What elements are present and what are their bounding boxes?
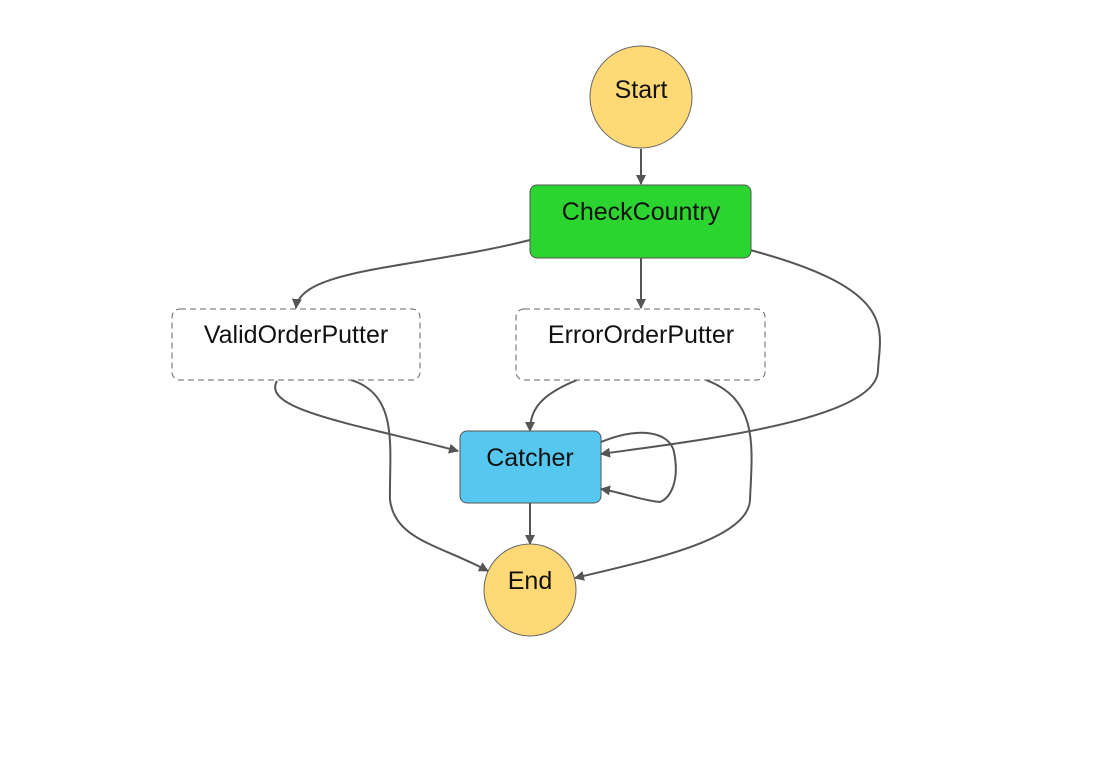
node-validorderputter: ValidOrderPutter (171, 308, 421, 381)
node-end: End (483, 543, 577, 637)
node-errororderputter: ErrorOrderPutter (515, 308, 766, 381)
edge-catcher-self-loop (600, 431, 677, 504)
edge-checkcountry-to-catcher (600, 249, 881, 458)
end-circle (483, 543, 577, 637)
catcher-box (459, 430, 602, 504)
catcher-label: Catcher (486, 444, 574, 472)
node-catcher: Catcher (459, 430, 602, 504)
edge-checkcountry-to-validorderputter (291, 239, 531, 309)
edge-validorderputter-to-catcher (274, 380, 459, 454)
node-start: Start (589, 45, 693, 149)
checkcountry-box (529, 184, 752, 259)
errororderputter-label: ErrorOrderPutter (548, 321, 734, 349)
edges (274, 149, 881, 581)
validorderputter-box (171, 308, 421, 381)
edge-errororderputter-to-catcher (525, 379, 578, 432)
edge-validorderputter-to-end (350, 379, 489, 572)
edge-errororderputter-to-end (574, 379, 753, 581)
validorderputter-label: ValidOrderPutter (204, 321, 388, 349)
start-label: Start (615, 76, 668, 104)
end-label: End (508, 567, 552, 595)
start-circle (589, 45, 693, 149)
checkcountry-label: CheckCountry (562, 198, 721, 226)
node-checkcountry: CheckCountry (529, 184, 752, 259)
errororderputter-box (515, 308, 766, 381)
